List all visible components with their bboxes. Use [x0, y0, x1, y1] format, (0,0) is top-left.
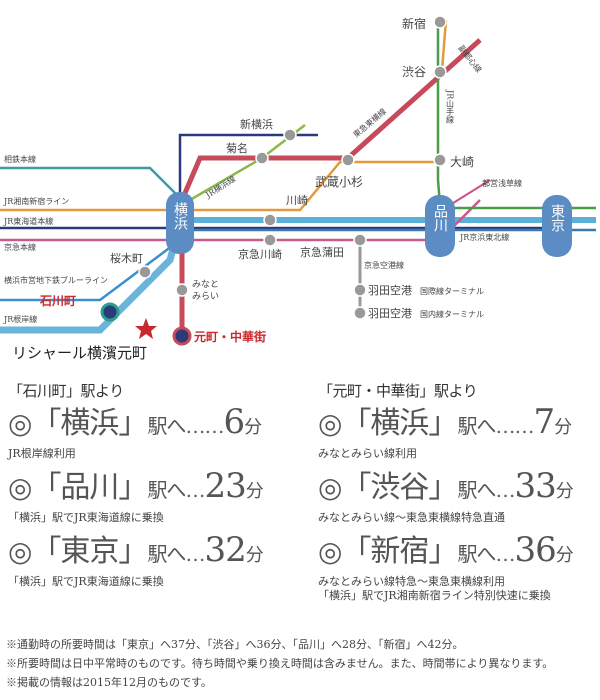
label-minatomirai: みなと: [192, 279, 219, 290]
label-line-blue-line: 横浜市営地下鉄ブルーライン: [4, 275, 108, 285]
property-star-icon: [135, 318, 157, 339]
line-blue-line: [0, 239, 181, 302]
line-toei-asakusa: [449, 179, 491, 206]
station-dot-shibuya: [433, 65, 447, 79]
label-keikyu-kawasaki: 京急川崎: [238, 247, 282, 261]
info-from-motomachi: 「元町・中華街」駅より ◎「横浜」駅へ……7分 みなとみらい線利用 ◎「渋谷」駅…: [318, 380, 600, 609]
station-dot-shin-yokohama: [283, 128, 297, 142]
station-dot-keikyu-kawasaki: [263, 233, 277, 247]
route-motomachi-shinjuku: ◎「新宿」駅へ…36分 みなとみらい線特急～東急東横線利用 「横浜」駅でJR湘南…: [318, 530, 574, 602]
route-motomachi-shibuya: ◎「渋谷」駅へ…33分 みなとみらい線～東急東横線特急直通: [318, 466, 574, 524]
label-shinjuku: 新宿: [402, 16, 426, 31]
label-line-toei-asakusa: 都営浅草線: [482, 178, 522, 188]
line-jr-shonan: [0, 160, 440, 212]
label-shin-yokohama: 新横浜: [240, 117, 273, 131]
route-ishikawacho-shinagawa: ◎「品川」駅へ…23分 「横浜」駅でJR東海道線に乗換: [8, 466, 264, 524]
route-ishikawacho-yokohama: ◎「横浜」駅へ……6分 JR根岸線利用: [8, 402, 262, 460]
station-box-label-shinagawa: 品川: [432, 204, 448, 232]
footnote: ※掲載の情報は2015年12月のものです。: [6, 676, 212, 689]
label-line-jr-negishi: JR根岸線: [3, 314, 37, 324]
label-motomachi: 元町・中華街: [194, 329, 266, 344]
route-ishikawacho-tokyo: ◎「東京」駅へ…32分 「横浜」駅でJR東海道線に乗換: [8, 530, 264, 588]
station-dot-keikyu-kamata: [353, 233, 367, 247]
label-minatomirai-2: みらい: [192, 291, 219, 302]
label-line-tokyu-toyoko: 東急東横線: [351, 106, 388, 139]
station-box-label-tokyo: 東京: [549, 204, 565, 232]
station-dot-minatomirai: [175, 283, 189, 297]
label-shibuya: 渋谷: [402, 65, 426, 79]
line-tokyu-toyoko: [179, 38, 482, 345]
label-line-jr-tokaido: JR東海道本線: [3, 216, 53, 226]
station-dot-musashi-kosugi: [341, 153, 355, 167]
label-line-jr-yamanote: JR山手線: [446, 89, 455, 123]
station-box-label-yokohama: 横浜: [172, 202, 188, 230]
station-dot-kikuna: [255, 151, 269, 165]
station-dot-sakuragicho: [138, 265, 152, 279]
info-from-ishikawacho: 「石川町」駅より ◎「横浜」駅へ……6分 JR根岸線利用 ◎「品川」駅へ…23分…: [8, 380, 298, 595]
station-dot-haneda-dom: [353, 306, 367, 320]
label-osaki: 大崎: [450, 155, 474, 169]
label-sakuragicho: 桜木町: [110, 251, 143, 265]
label-ishikawacho: 石川町: [39, 294, 76, 308]
station-box-tokyo: [542, 195, 572, 257]
label-line-jr-shonan: JR湘南新宿ライン: [3, 196, 69, 206]
station-dot-kawasaki: [263, 213, 277, 227]
route-map: 横浜 品川 東京 新宿 渋谷 大崎 新横浜 菊名 武蔵小杉 川崎 京急川崎 京急…: [0, 15, 596, 360]
label-line-jr-keihin: JR京浜東北線: [459, 232, 509, 242]
label-kawasaki: 川崎: [286, 193, 308, 207]
label-line-jr-yokohama: JR横浜線: [203, 174, 237, 201]
footnote: ※所要時間は日中平常時のものです。待ち時間や乗り換え時間は含みません。また、時間…: [6, 657, 554, 670]
footnotes: ※通勤時の所要時間は「東京」へ37分、「渋谷」へ36分、「品川」へ28分、「新宿…: [6, 635, 596, 692]
heading-motomachi: 「元町・中華街」駅より: [318, 382, 478, 400]
label-line-keikyu-airport: 京急空港線: [364, 260, 404, 270]
station-dot-motomachi: [172, 326, 192, 346]
station-dot-osaki: [433, 153, 447, 167]
station-box-yokohama: [166, 192, 194, 254]
label-property: リシャール横濱元町: [12, 344, 147, 360]
station-box-shinagawa: [425, 195, 455, 257]
label-musashi-kosugi: 武蔵小杉: [315, 175, 363, 189]
line-navy-upper: [178, 133, 318, 200]
label-line-keikyu: 京急本線: [4, 242, 36, 252]
label-haneda-dom: 羽田空港: [368, 306, 412, 320]
label-kikuna: 菊名: [226, 141, 248, 155]
label-haneda-intl-sub: 国際線ターミナル: [420, 286, 484, 296]
line-jr-yamanote: [436, 20, 442, 206]
label-line-sotetsu: 相鉄本線: [4, 154, 36, 164]
footnote: ※通勤時の所要時間は「東京」へ37分、「渋谷」へ36分、「品川」へ28分、「新宿…: [6, 638, 464, 651]
label-haneda-dom-sub: 国内線ターミナル: [420, 309, 484, 319]
line-sotetsu: [0, 166, 179, 197]
station-dot-haneda-intl: [353, 283, 367, 297]
route-motomachi-yokohama: ◎「横浜」駅へ……7分 みなとみらい線利用: [318, 402, 572, 460]
label-keikyu-kamata: 京急蒲田: [300, 245, 344, 259]
station-dot-shinjuku: [433, 15, 447, 29]
line-jr-yamanote-2: [440, 19, 448, 71]
station-dot-ishikawacho: [100, 302, 120, 322]
heading-ishikawacho: 「石川町」駅より: [8, 382, 124, 400]
label-haneda-intl: 羽田空港: [368, 283, 412, 297]
